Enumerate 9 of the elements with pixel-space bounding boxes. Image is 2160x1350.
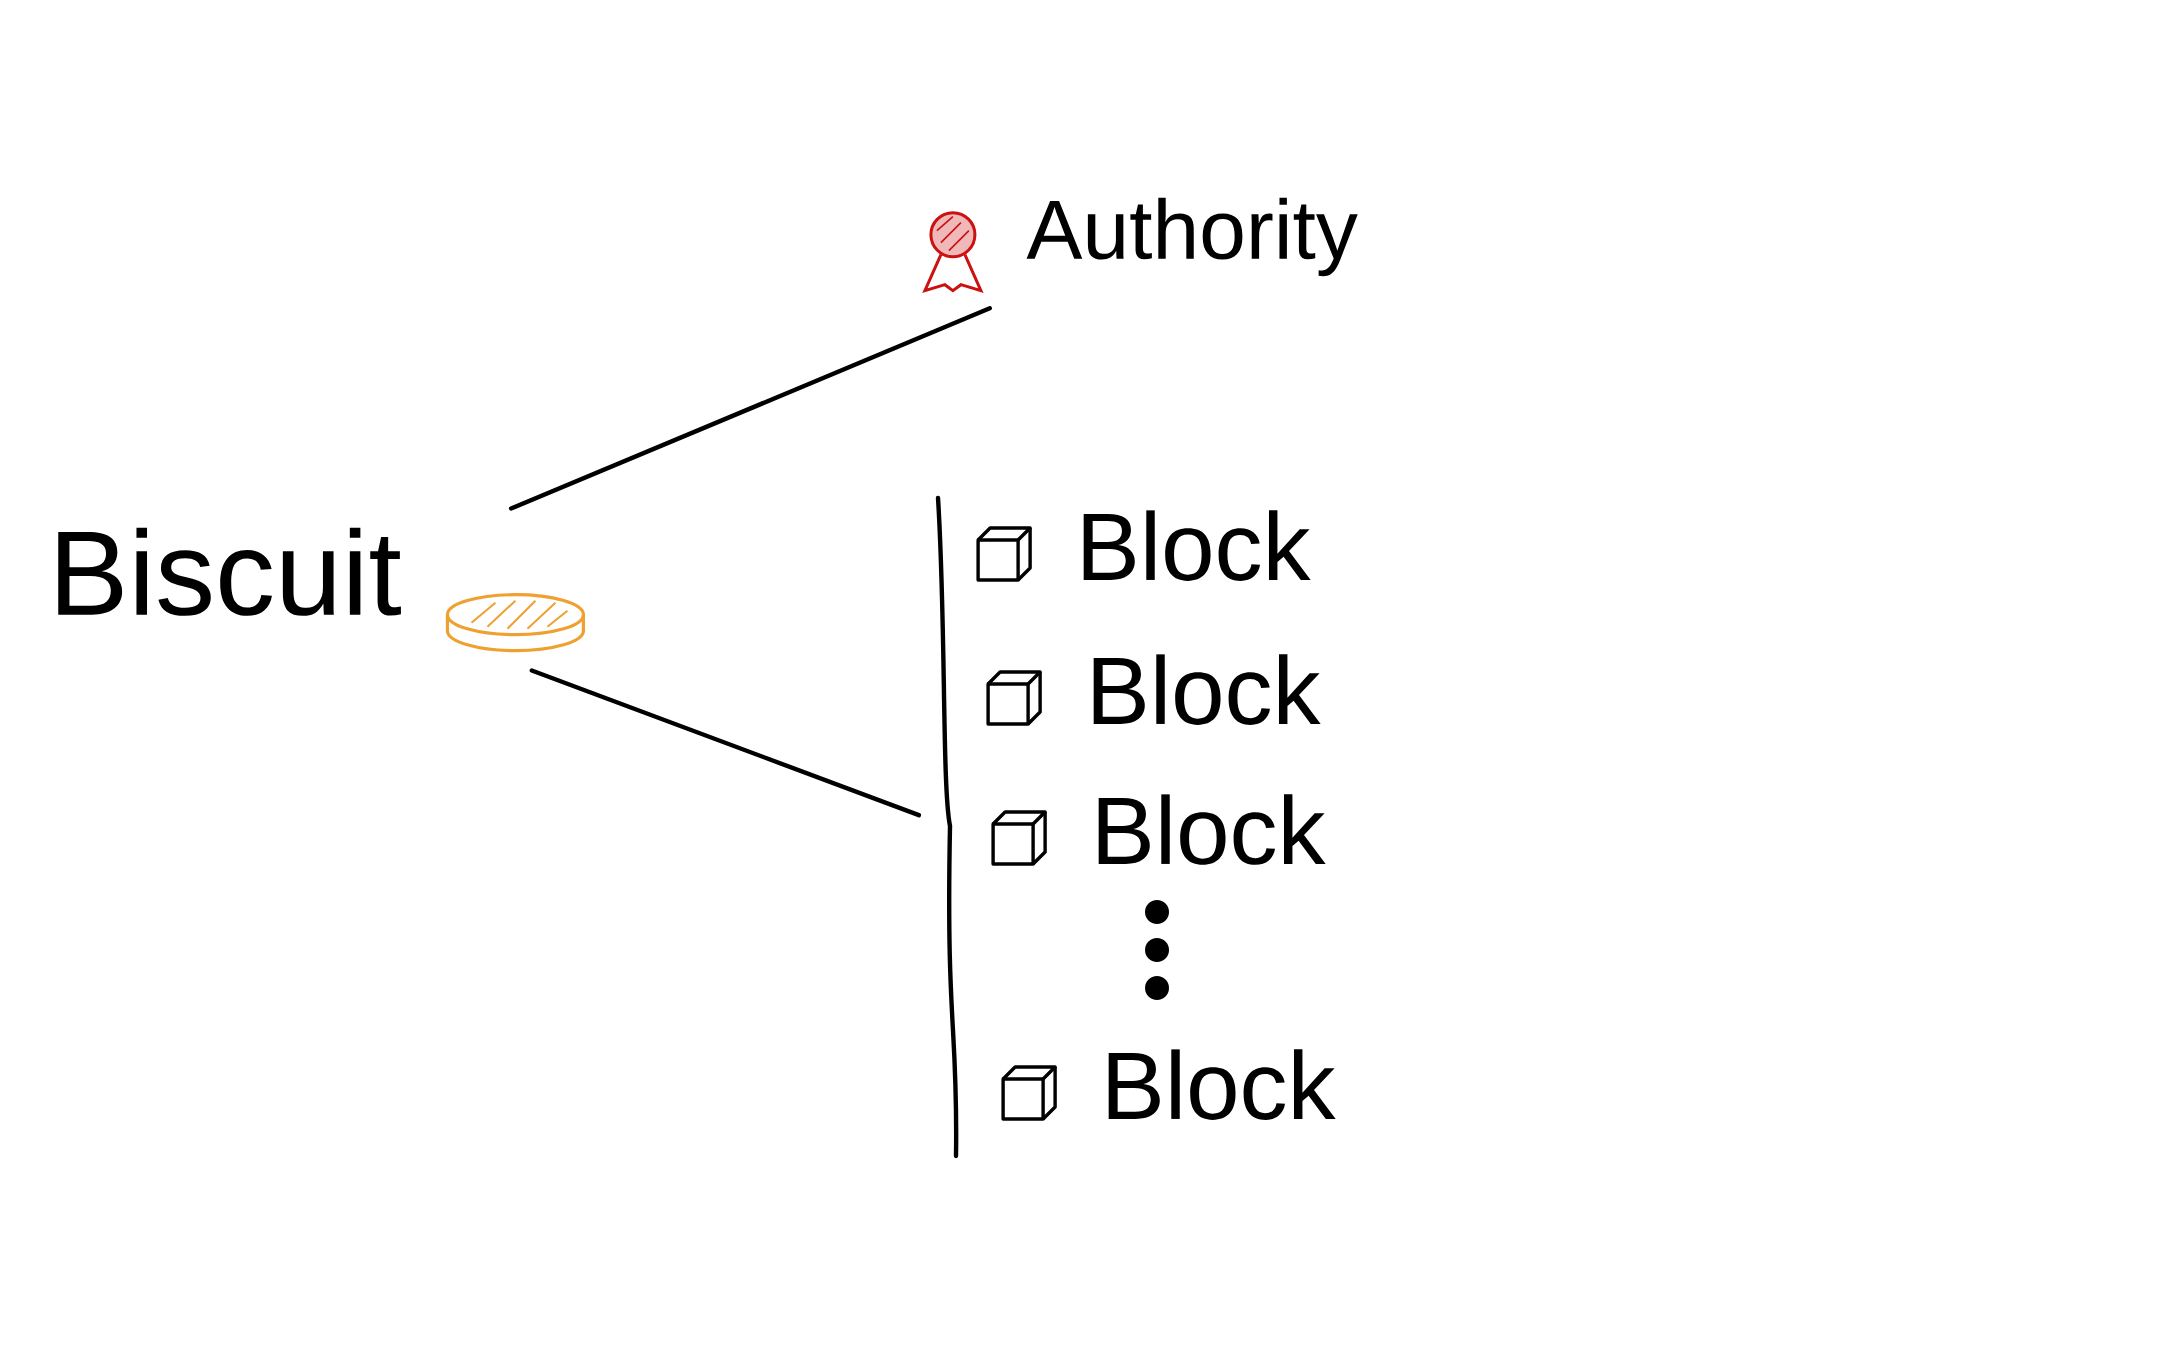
node-label: Block [1108, 1049, 1336, 1120]
connector-line [529, 668, 922, 818]
brace [935, 495, 959, 1159]
node-label: Biscuit [58, 527, 401, 616]
node-label: Block [1098, 794, 1326, 865]
node-label: Block [1093, 654, 1321, 725]
node-label: Block [1083, 510, 1311, 581]
connector-line [508, 306, 992, 511]
node-label: Authority [1026, 197, 1358, 277]
